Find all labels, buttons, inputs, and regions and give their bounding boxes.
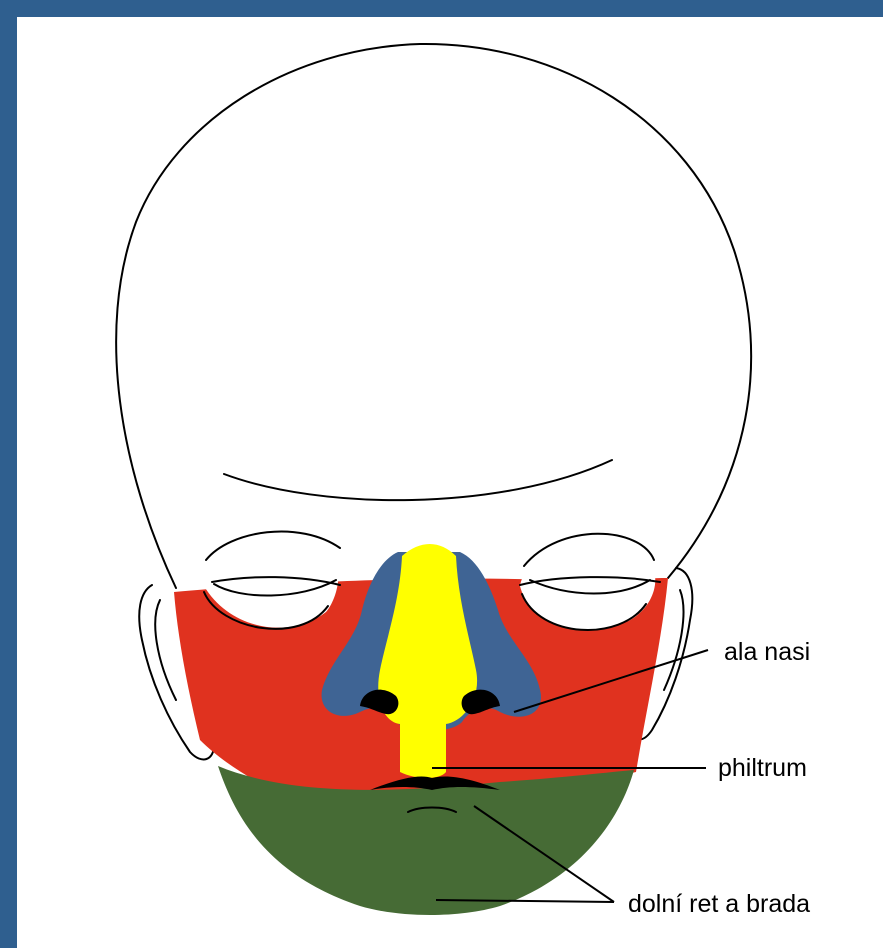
label-philtrum: philtrum (718, 754, 807, 782)
brow-line (224, 460, 612, 500)
label-lower-lip-chin: dolní ret a brada (628, 890, 810, 918)
right-ear-inner (664, 590, 683, 690)
label-ala-nasi: ala nasi (724, 638, 810, 666)
left-ear-inner (155, 600, 176, 700)
skull-outline (116, 44, 751, 588)
